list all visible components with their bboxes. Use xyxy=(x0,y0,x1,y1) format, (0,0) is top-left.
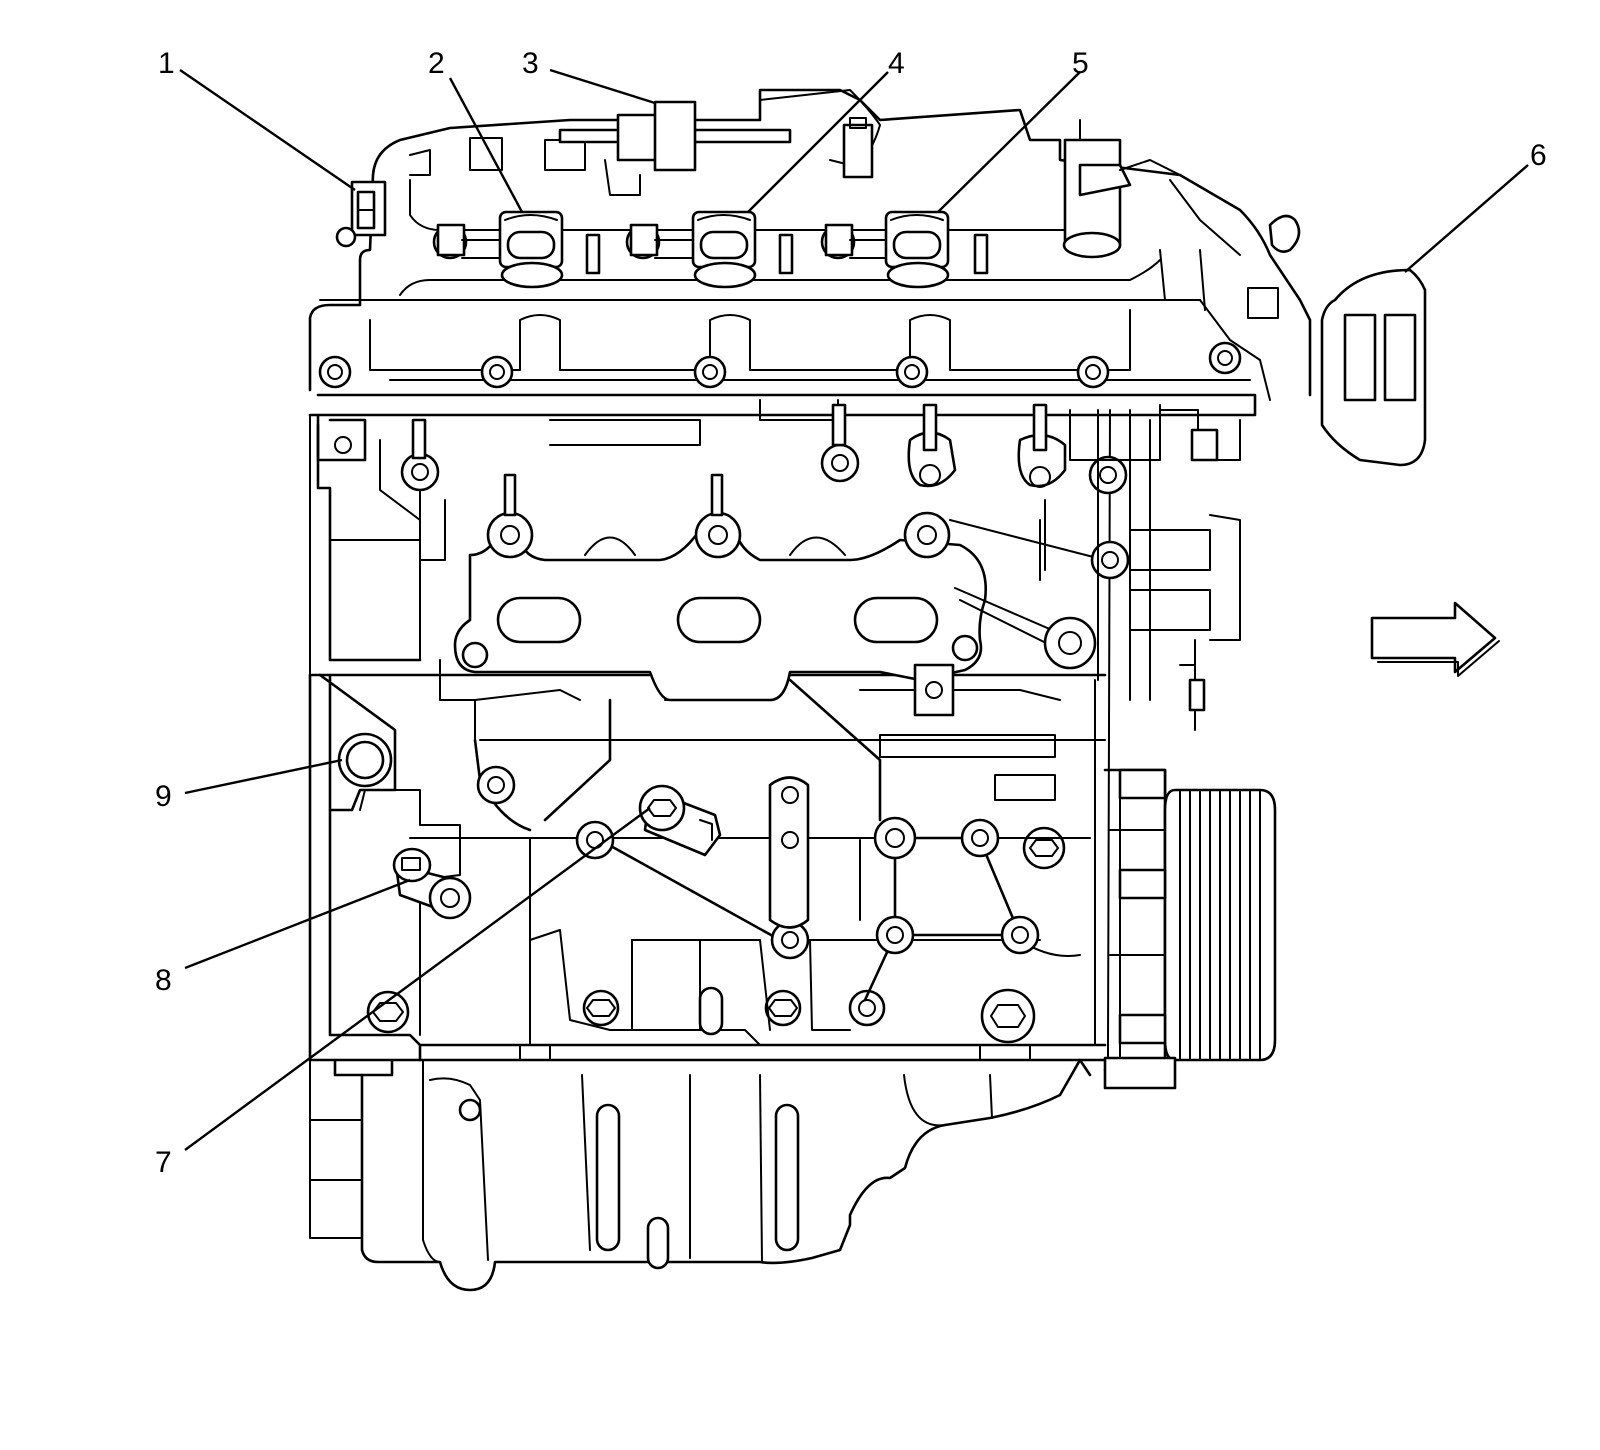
air-inlet-housing xyxy=(1320,268,1427,467)
callout-7: 7 xyxy=(155,1146,172,1179)
ignition-coils xyxy=(432,210,989,289)
exhaust-manifold xyxy=(453,473,987,832)
oil-pan xyxy=(309,1058,1092,1292)
coil-2 xyxy=(625,210,794,289)
coil-1 xyxy=(432,210,601,289)
throttle-body xyxy=(1062,138,1301,259)
leader-6 xyxy=(1404,164,1529,273)
side-sensor xyxy=(392,847,472,920)
leader-8 xyxy=(184,878,411,970)
crankshaft-sensor xyxy=(638,784,722,857)
leader-7 xyxy=(184,807,651,1151)
callout-3: 3 xyxy=(522,47,539,80)
block-bolts xyxy=(366,826,1066,1044)
cylinder-head xyxy=(308,393,1257,571)
callout-9: 9 xyxy=(155,780,172,813)
callout-1: 1 xyxy=(158,47,175,80)
callout-labels: 1 2 3 4 5 6 7 8 9 xyxy=(155,47,1547,1179)
fuel-rail xyxy=(558,100,874,179)
callout-5: 5 xyxy=(1072,47,1089,80)
engine-block xyxy=(308,409,1111,1077)
leader-4 xyxy=(747,71,889,213)
callout-4: 4 xyxy=(888,47,905,80)
callout-2: 2 xyxy=(428,47,445,80)
crankshaft-pulley xyxy=(1103,768,1277,1090)
leader-lines xyxy=(179,68,1529,1151)
leader-2 xyxy=(448,77,524,213)
leader-3 xyxy=(549,68,656,105)
callout-8: 8 xyxy=(155,964,172,997)
block-ribs xyxy=(575,776,1040,1002)
leader-1 xyxy=(179,69,356,191)
manifold-bolts xyxy=(318,341,1242,389)
leader-9 xyxy=(184,758,343,795)
left-sensor xyxy=(335,180,387,248)
accessory-drive xyxy=(949,409,1241,731)
callout-6: 6 xyxy=(1530,139,1547,172)
coil-3 xyxy=(820,210,989,289)
right-arrow-icon xyxy=(1370,601,1500,677)
leader-5 xyxy=(937,71,1081,213)
